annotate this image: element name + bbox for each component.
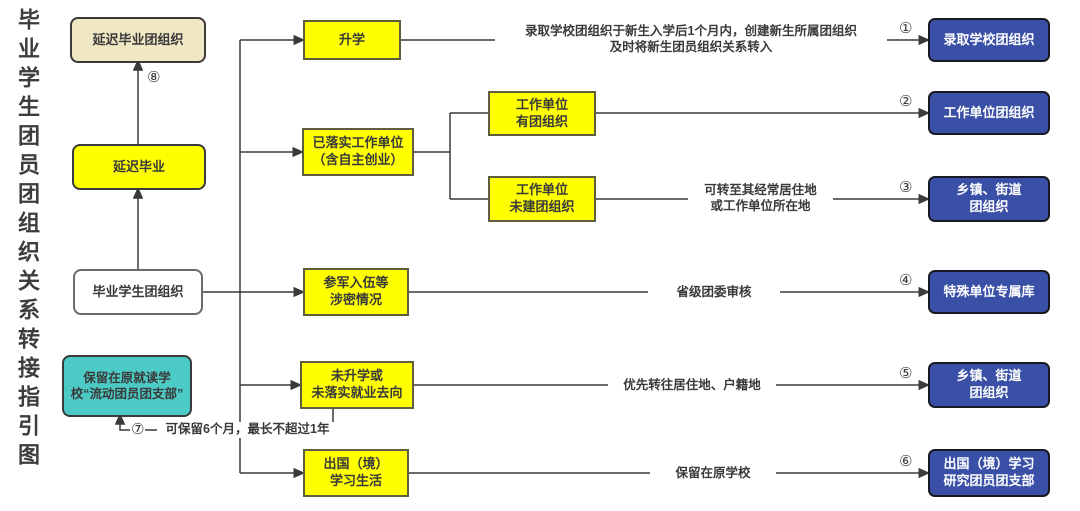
annotation-line: 录取学校团组织于新生入学后1个月内，创建新生所属团组织 — [525, 24, 857, 38]
step-number-3: ③ — [898, 179, 914, 196]
node-work-unit-has-league-org: 工作单位 有团组织 — [488, 91, 596, 136]
node-label: 参军入伍等 — [323, 275, 389, 291]
step-number-6: ⑥ — [898, 453, 914, 470]
node-label: （含自主创业） — [312, 152, 404, 167]
node-no-school-no-job: 未升学或 未落实就业去向 — [300, 361, 414, 409]
node-label: 乡镇、街道 — [956, 368, 1022, 384]
node-label: 学习生活 — [329, 473, 382, 488]
annotation-retain-original-school: 保留在原学校 — [650, 466, 776, 482]
node-label: 延迟毕业 — [112, 158, 165, 174]
dest-work-unit-org: 工作单位团组织 — [928, 91, 1050, 135]
annotation-provincial-review: 省级团委审核 — [648, 285, 780, 301]
node-label: 未升学或 — [330, 368, 383, 384]
node-label: 团组织 — [969, 199, 1009, 214]
dest-admitting-school-org: 录取学校团组织 — [928, 18, 1050, 62]
step-number-5: ⑤ — [898, 365, 914, 382]
dest-abroad-study-branch: 出国（境）学习 研究团员团支部 — [928, 449, 1050, 497]
node-label: 未落实就业去向 — [311, 385, 403, 400]
node-label: 录取学校团组织 — [943, 31, 1035, 47]
step-number-4: ④ — [898, 272, 914, 289]
step-number-1: ① — [898, 20, 914, 37]
node-label: 乡镇、街道 — [956, 182, 1022, 198]
node-label: 团组织 — [969, 385, 1009, 400]
node-label: 出国（境） — [323, 456, 389, 472]
step-number-2: ② — [898, 93, 914, 110]
node-work-unit-settled: 已落实工作单位 （含自主创业） — [302, 128, 414, 176]
node-label: 研究团员团支部 — [943, 473, 1035, 488]
annotation-retain-6-months: 可保留6个月，最长不超过1年 — [157, 422, 338, 438]
node-label: 工作单位团组织 — [943, 104, 1035, 120]
node-retain-original-school-branch: 保留在原就读学 校“流动团员团支部” — [62, 355, 192, 417]
node-label: 升学 — [338, 31, 365, 47]
node-label: 已落实工作单位 — [312, 135, 404, 151]
node-label: 工作单位 — [515, 182, 568, 198]
annotation-transfer-residence: 可转至其经常居住地 或工作单位所在地 — [688, 183, 833, 214]
node-label: 有团组织 — [515, 113, 568, 129]
node-delayed-graduation-org: 延迟毕业团组织 — [70, 17, 206, 63]
node-further-education: 升学 — [303, 20, 401, 60]
annotation-line: 及时将新生团员组织关系转入 — [609, 39, 773, 54]
annotation-enrollment-rule: 录取学校团组织于新生入学后1个月内，创建新生所属团组织 及时将新生团员组织关系转… — [495, 24, 887, 55]
step-number-8: ⑧ — [146, 69, 162, 86]
node-delayed-graduation: 延迟毕业 — [72, 144, 206, 190]
node-label: 校“流动团员团支部” — [70, 387, 184, 401]
node-military-confidential: 参军入伍等 涉密情况 — [303, 268, 409, 316]
annotation-line: 或工作单位所在地 — [710, 198, 811, 213]
node-label: 涉密情况 — [329, 292, 382, 307]
node-graduate-student-org: 毕业学生团组织 — [73, 269, 203, 315]
node-label: 保留在原就读学 — [83, 370, 171, 385]
node-label: 未建团组织 — [509, 199, 575, 214]
diagram-title: 毕业学生团员团组织关系转接指引图 — [15, 8, 40, 472]
node-work-unit-no-league-org: 工作单位 未建团组织 — [488, 176, 596, 222]
dest-township-street-org-2: 乡镇、街道 团组织 — [928, 362, 1050, 408]
annotation-priority-residence: 优先转往居住地、户籍地 — [608, 378, 776, 394]
node-label: 工作单位 — [515, 96, 568, 112]
annotation-line: 可转至其经常居住地 — [704, 183, 817, 197]
dest-township-street-org-1: 乡镇、街道 团组织 — [928, 176, 1050, 222]
node-label: 延迟毕业团组织 — [92, 31, 184, 47]
node-label: 特殊单位专属库 — [943, 283, 1035, 299]
node-label: 毕业学生团组织 — [92, 283, 184, 299]
node-label: 出国（境）学习 — [943, 456, 1035, 472]
node-study-abroad: 出国（境） 学习生活 — [303, 449, 409, 497]
dest-special-unit-repository: 特殊单位专属库 — [928, 270, 1050, 314]
step-number-7: ⑦ — [130, 421, 146, 438]
